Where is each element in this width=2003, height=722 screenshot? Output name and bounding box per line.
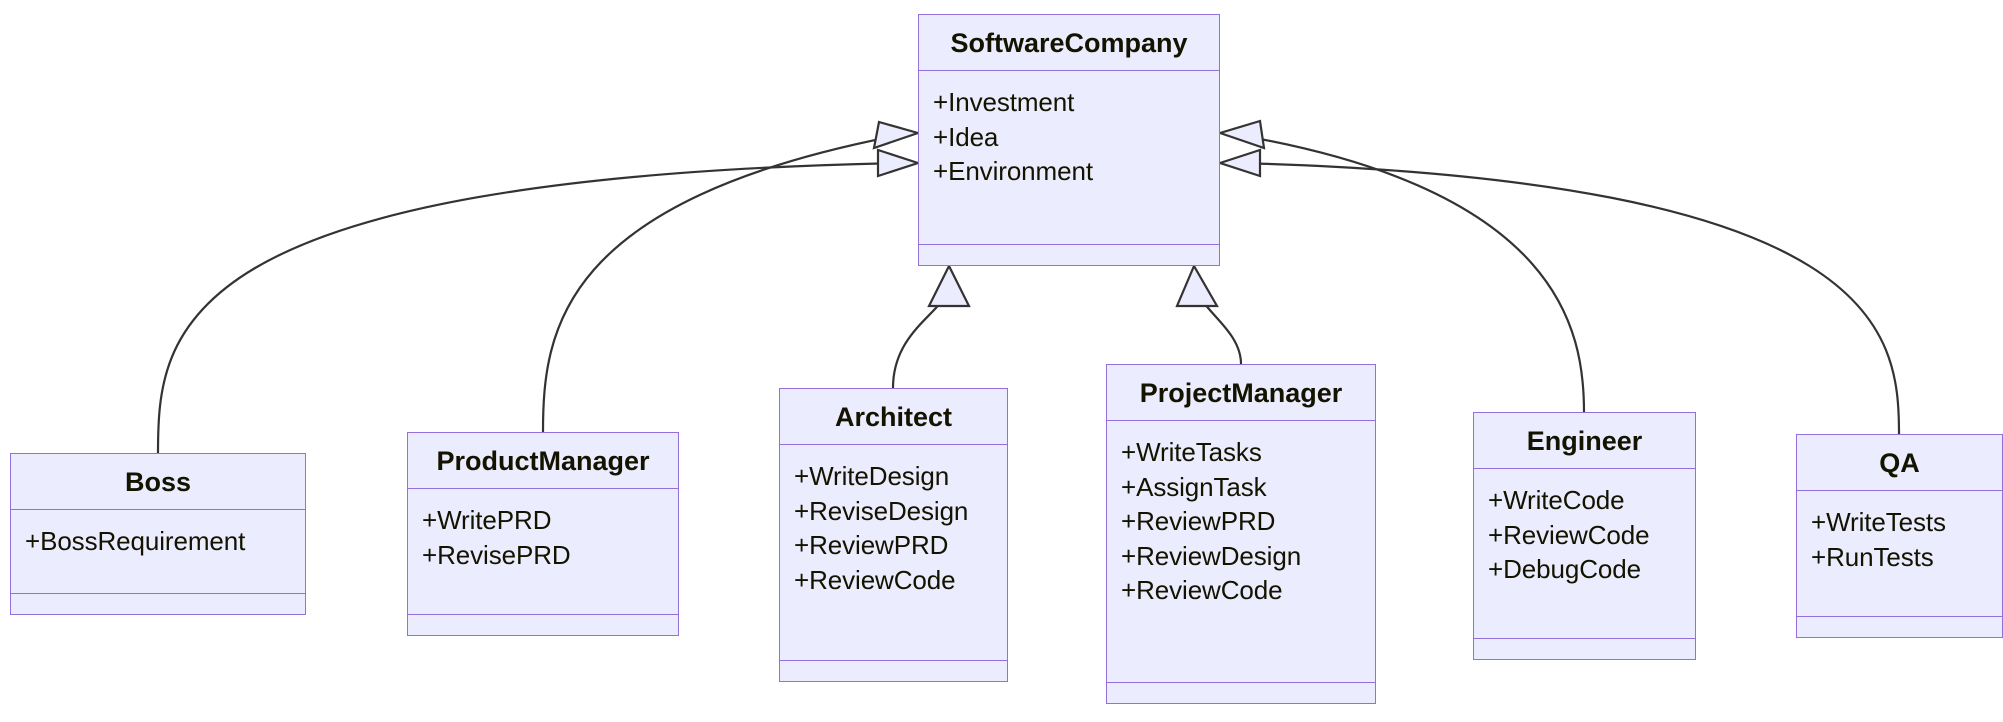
- class-box-architect[interactable]: Architect +WriteDesign +ReviseDesign +Revie…: [779, 388, 1008, 682]
- class-methods-qa: [1797, 617, 2002, 637]
- class-name-engineer: Engineer: [1474, 413, 1695, 469]
- attribute-line: +WritePRD: [422, 505, 552, 535]
- class-attributes-project-manager: +WriteTasks +AssignTask +ReviewPRD+ReviewD…: [1107, 421, 1375, 683]
- class-box-engineer[interactable]: Engineer +WriteCode +ReviewCode +DebugCode: [1473, 412, 1696, 660]
- class-name-boss: Boss: [11, 454, 305, 510]
- class-attributes-qa: +WriteTests +RunTests: [1797, 491, 2002, 617]
- attribute-line: +BossRequirement: [25, 526, 246, 556]
- class-name-qa: QA: [1797, 435, 2002, 491]
- attribute-line: +WriteDesign: [794, 461, 950, 491]
- attribute-line: +RevisePRD: [422, 539, 571, 570]
- attribute-line: +WriteTests: [1811, 507, 1946, 537]
- class-attributes-software-company: +Investment +Idea +Environment: [919, 71, 1219, 245]
- class-box-qa[interactable]: QA +WriteTests +RunTests: [1796, 434, 2003, 638]
- class-attributes-boss: +BossRequirement: [11, 510, 305, 594]
- class-attributes-engineer: +WriteCode +ReviewCode +DebugCode: [1474, 469, 1695, 639]
- class-name-software-company: SoftwareCompany: [919, 15, 1219, 71]
- attribute-line: +ReviewCode: [1488, 519, 1650, 550]
- attribute-line: +Idea: [933, 121, 999, 152]
- class-attributes-architect: +WriteDesign +ReviseDesign +ReviewPRD+Revi…: [780, 445, 1007, 661]
- attribute-line: +Environment: [933, 156, 1093, 187]
- attribute-line: +ReviewDesign: [1121, 540, 1302, 571]
- attribute-line: +ReviewCode: [1121, 575, 1283, 606]
- class-methods-boss: [11, 594, 305, 614]
- inheritance-arrowhead-engineer-to-softwarecompany: [1216, 119, 1266, 150]
- class-name-project-manager: ProjectManager: [1107, 365, 1375, 421]
- class-methods-software-company: [919, 245, 1219, 265]
- attribute-line: +WriteTasks: [1121, 437, 1262, 467]
- class-attributes-product-manager: +WritePRD +RevisePRD: [408, 489, 678, 615]
- attribute-line: +ReviseDesign: [794, 495, 969, 526]
- edge-line-projectmanager-to-softwarecompany: [1195, 287, 1243, 365]
- attribute-line: +ReviewPRD: [1121, 506, 1276, 537]
- inheritance-arrowhead-boss-to-softwarecompany: [876, 148, 922, 178]
- inheritance-arrowhead-projectmanager-to-softwarecompany: [1175, 263, 1219, 308]
- inheritance-arrowhead-architect-to-softwarecompany: [927, 263, 971, 308]
- class-name-product-manager: ProductManager: [408, 433, 678, 489]
- attribute-line: +WriteCode: [1488, 485, 1625, 515]
- inheritance-arrowhead-qa-to-softwarecompany: [1216, 148, 1262, 178]
- class-name-architect: Architect: [780, 389, 1007, 445]
- class-methods-project-manager: [1107, 683, 1375, 703]
- attribute-line: +Investment: [933, 87, 1075, 117]
- attribute-line: +DebugCode: [1488, 554, 1641, 585]
- class-methods-engineer: [1474, 639, 1695, 659]
- class-box-boss[interactable]: Boss +BossRequirement: [10, 453, 306, 615]
- attribute-line: +RunTests: [1811, 541, 1934, 572]
- class-box-software-company[interactable]: SoftwareCompany +Investment +Idea +Environm…: [918, 14, 1220, 266]
- attribute-line: +AssignTask: [1121, 471, 1267, 502]
- attribute-line: +ReviewPRD: [794, 530, 949, 561]
- edge-line-architect-to-softwarecompany: [891, 287, 950, 389]
- attribute-line: +ReviewCode: [794, 564, 956, 595]
- class-box-product-manager[interactable]: ProductManager +WritePRD +RevisePRD: [407, 432, 679, 636]
- inheritance-arrowhead-productmanager-to-softwarecompany: [872, 120, 922, 150]
- class-methods-architect: [780, 661, 1007, 681]
- class-methods-product-manager: [408, 615, 678, 635]
- class-box-project-manager[interactable]: ProjectManager +WriteTasks +AssignTask +Rev…: [1106, 364, 1376, 704]
